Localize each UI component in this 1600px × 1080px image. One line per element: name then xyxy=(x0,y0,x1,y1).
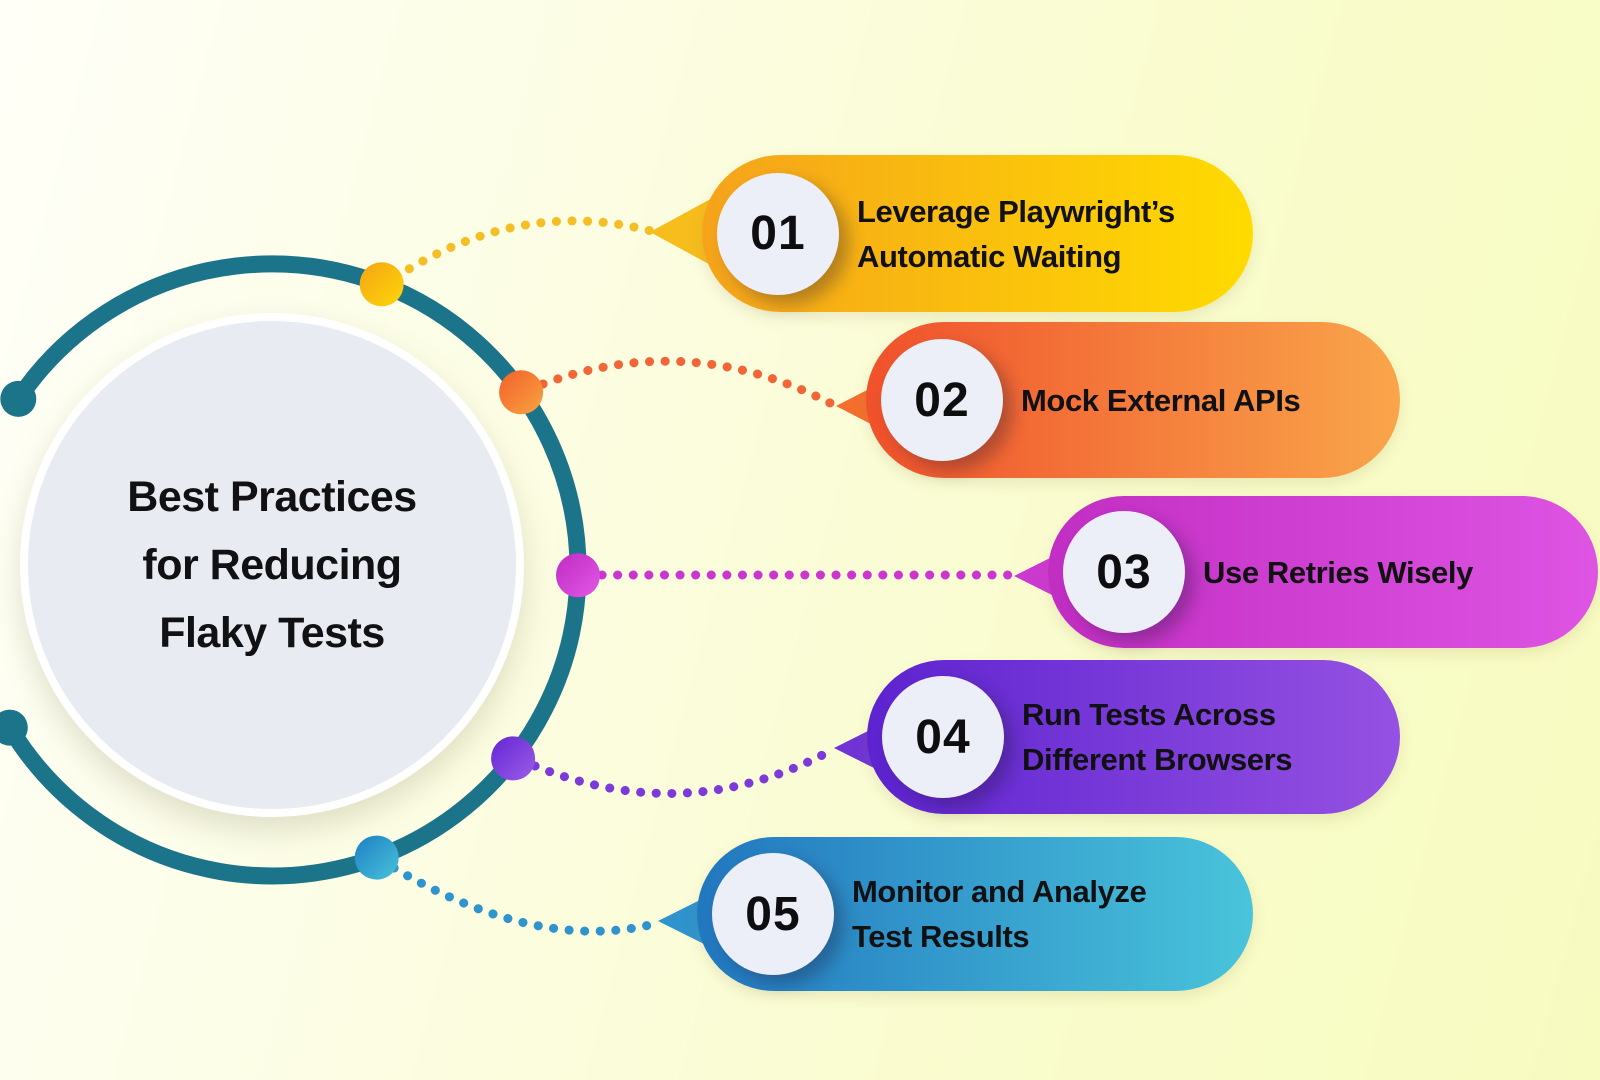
dotted-connector-2 xyxy=(538,356,837,409)
ring-node-dot-1 xyxy=(359,262,404,307)
step-label-1: Leverage Playwright’s Automatic Waiting xyxy=(857,189,1175,279)
title-line-2: for Reducing xyxy=(142,541,402,589)
step-label-3-line-1: Use Retries Wisely xyxy=(1203,554,1473,590)
ring-node-dot-5 xyxy=(354,835,399,880)
dotted-connector-4 xyxy=(530,745,837,798)
ring-node-dot-4 xyxy=(491,736,536,781)
step-pill-4: 04 Run Tests Across Different Browsers xyxy=(867,660,1400,814)
step-label-3: Use Retries Wisely xyxy=(1203,550,1473,595)
dotted-connector-1 xyxy=(391,216,660,282)
pill-arrow-1 xyxy=(650,196,716,268)
step-label-2-line-1: Mock External APIs xyxy=(1021,382,1301,418)
ring-node-dot-2 xyxy=(499,370,544,415)
ring-end-dot-bottom xyxy=(0,709,28,746)
step-number-badge-1: 01 xyxy=(717,172,839,295)
step-number-badge-5: 05 xyxy=(712,853,834,975)
step-pill-5: 05 Monitor and Analyze Test Results xyxy=(697,837,1253,991)
step-label-5-line-1: Monitor and Analyze xyxy=(852,874,1147,909)
ring-node-dot-3 xyxy=(556,553,600,598)
step-label-2: Mock External APIs xyxy=(1021,378,1301,423)
center-title-circle: Best Practices for Reducing Flaky Tests xyxy=(20,313,524,817)
step-label-1-line-2: Automatic Waiting xyxy=(857,238,1122,274)
step-pill-1: 01 Leverage Playwright’s Automatic Waiti… xyxy=(702,155,1253,312)
step-pill-3: 03 Use Retries Wisely xyxy=(1048,496,1598,648)
title-line-1: Best Practices xyxy=(127,473,417,521)
ring-end-dot-top xyxy=(0,380,37,417)
dotted-connector-5 xyxy=(389,863,663,936)
step-number-badge-3: 03 xyxy=(1063,511,1185,633)
step-label-1-line-1: Leverage Playwright’s xyxy=(857,193,1175,229)
step-label-4-line-1: Run Tests Across xyxy=(1022,697,1276,732)
step-label-4-line-2: Different Browsers xyxy=(1022,742,1293,777)
step-number-badge-2: 02 xyxy=(881,339,1003,461)
step-number-badge-4: 04 xyxy=(882,676,1004,798)
step-label-4: Run Tests Across Different Browsers xyxy=(1022,692,1293,782)
step-label-5-line-2: Test Results xyxy=(852,919,1030,954)
title-line-3: Flaky Tests xyxy=(159,609,385,657)
step-label-5: Monitor and Analyze Test Results xyxy=(852,869,1147,959)
step-pill-2: 02 Mock External APIs xyxy=(866,322,1400,478)
page-title: Best Practices for Reducing Flaky Tests xyxy=(127,463,417,667)
